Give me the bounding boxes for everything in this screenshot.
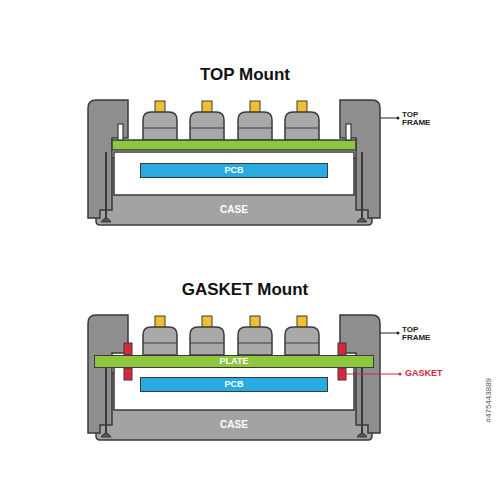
section-title: GASKET Mount [182,281,309,299]
case-cavity [114,152,354,195]
case-screw [105,367,107,433]
plate [112,140,356,150]
switch-seam [238,343,272,344]
screw-head [357,433,367,437]
case-cavity [114,367,354,410]
switch-housing [190,327,224,355]
switch-stem [202,101,212,113]
plate-screw [346,124,351,140]
switch-seam [143,128,177,129]
part-label: PCB [224,380,243,389]
switch-seam [190,128,224,129]
case-screw [105,152,107,218]
case-screw [361,367,363,433]
gasket-strip [124,368,132,380]
callout-label: GASKET [405,369,443,378]
top-frame [88,100,128,218]
switch-seam [238,128,272,129]
leader-line [344,374,400,375]
part-label: PLATE [220,357,249,366]
stock-id-watermark: #475443889 [485,378,493,423]
screw-head [101,433,111,437]
leader-dot [397,117,400,120]
callout-label: TOP FRAME [402,326,438,343]
top-mount-illustration [88,100,380,225]
screw-head [101,218,111,222]
gasket-mount-illustration [88,315,380,440]
leader-line [380,333,398,334]
switch-stem [297,316,307,328]
switch-stem [250,316,260,328]
switch-housing [143,327,177,355]
gasket-strip [338,343,346,355]
plate-bar: PLATE [94,355,374,368]
leader-line [380,118,398,119]
part-label: CASE [220,420,248,430]
switch-seam [285,343,319,344]
part-label: CASE [220,205,248,215]
case-screw [361,152,363,218]
top-frame [88,315,128,433]
plate-screw [118,124,123,140]
switch-stem [202,316,212,328]
callout-label: TOP FRAME [402,111,438,128]
case-label-band: CASE [114,412,354,438]
top-frame [340,100,380,218]
gasket-strip [124,343,132,355]
leader-dot [397,332,400,335]
leader-dot [399,373,402,376]
case-label-band: CASE [114,197,354,223]
switch-seam [190,343,224,344]
switch-housing [238,327,272,355]
switch-stem [155,101,165,113]
switch-stem [297,101,307,113]
switch-housing [238,112,272,140]
pcb-board: PCB [140,163,328,178]
switch-stem [155,316,165,328]
part-label: PCB [224,166,243,175]
switch-stem [250,101,260,113]
switch-housing [190,112,224,140]
section-title: TOP Mount [200,66,290,84]
pcb-board: PCB [140,377,328,392]
switch-seam [285,128,319,129]
switch-housing [143,112,177,140]
switch-housing [285,327,319,355]
screw-head [357,218,367,222]
switch-seam [143,343,177,344]
switch-housing [285,112,319,140]
